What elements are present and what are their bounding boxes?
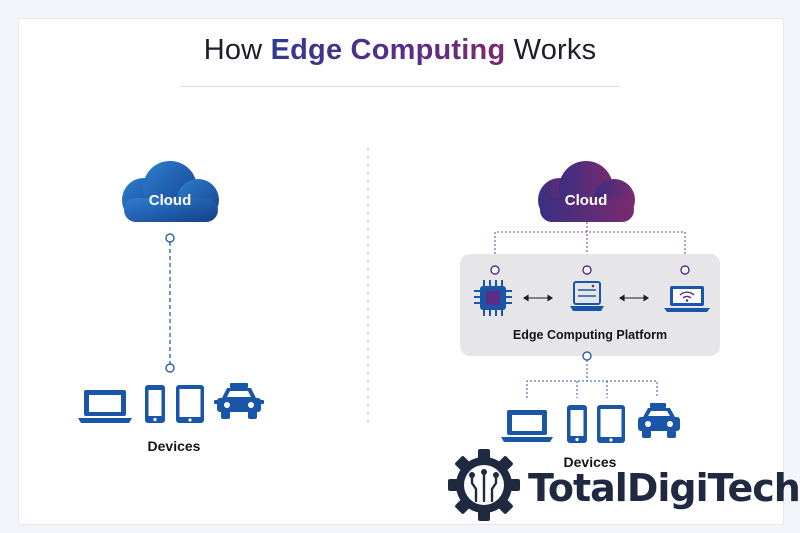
right-tablet-icon	[597, 405, 625, 443]
cpu-chip-icon	[474, 280, 512, 316]
left-laptop-icon	[78, 390, 132, 423]
title-underline	[180, 86, 620, 87]
gear-circuit-icon	[448, 449, 520, 521]
left-car-icon	[214, 383, 264, 419]
title-prefix: How	[203, 34, 263, 66]
title-highlight: Edge Computing	[270, 34, 506, 66]
right-smartphone-icon	[567, 405, 587, 443]
right-cloud-label: Cloud	[565, 192, 608, 209]
server-stack-icon	[570, 281, 604, 311]
left-smartphone-icon	[145, 385, 165, 423]
platform-device-links	[526, 360, 658, 398]
left-cloud-label: Cloud	[149, 192, 192, 209]
wifi-laptop-icon	[664, 286, 710, 312]
platform-arrows	[522, 294, 650, 302]
left-link	[165, 233, 175, 373]
left-devices-label: Devices	[148, 438, 201, 454]
page-title: How Edge Computing Works	[0, 34, 800, 67]
right-car-icon	[638, 403, 680, 438]
title-suffix: Works	[513, 34, 597, 66]
left-tablet-icon	[176, 385, 204, 423]
edge-platform-label: Edge Computing Platform	[513, 328, 667, 342]
platform-bottom-port	[582, 351, 592, 361]
right-devices-label: Devices	[564, 454, 617, 470]
brand-name: TotalDigiTech	[528, 466, 800, 510]
right-laptop-icon	[501, 410, 553, 442]
platform-node-ports	[490, 265, 690, 275]
